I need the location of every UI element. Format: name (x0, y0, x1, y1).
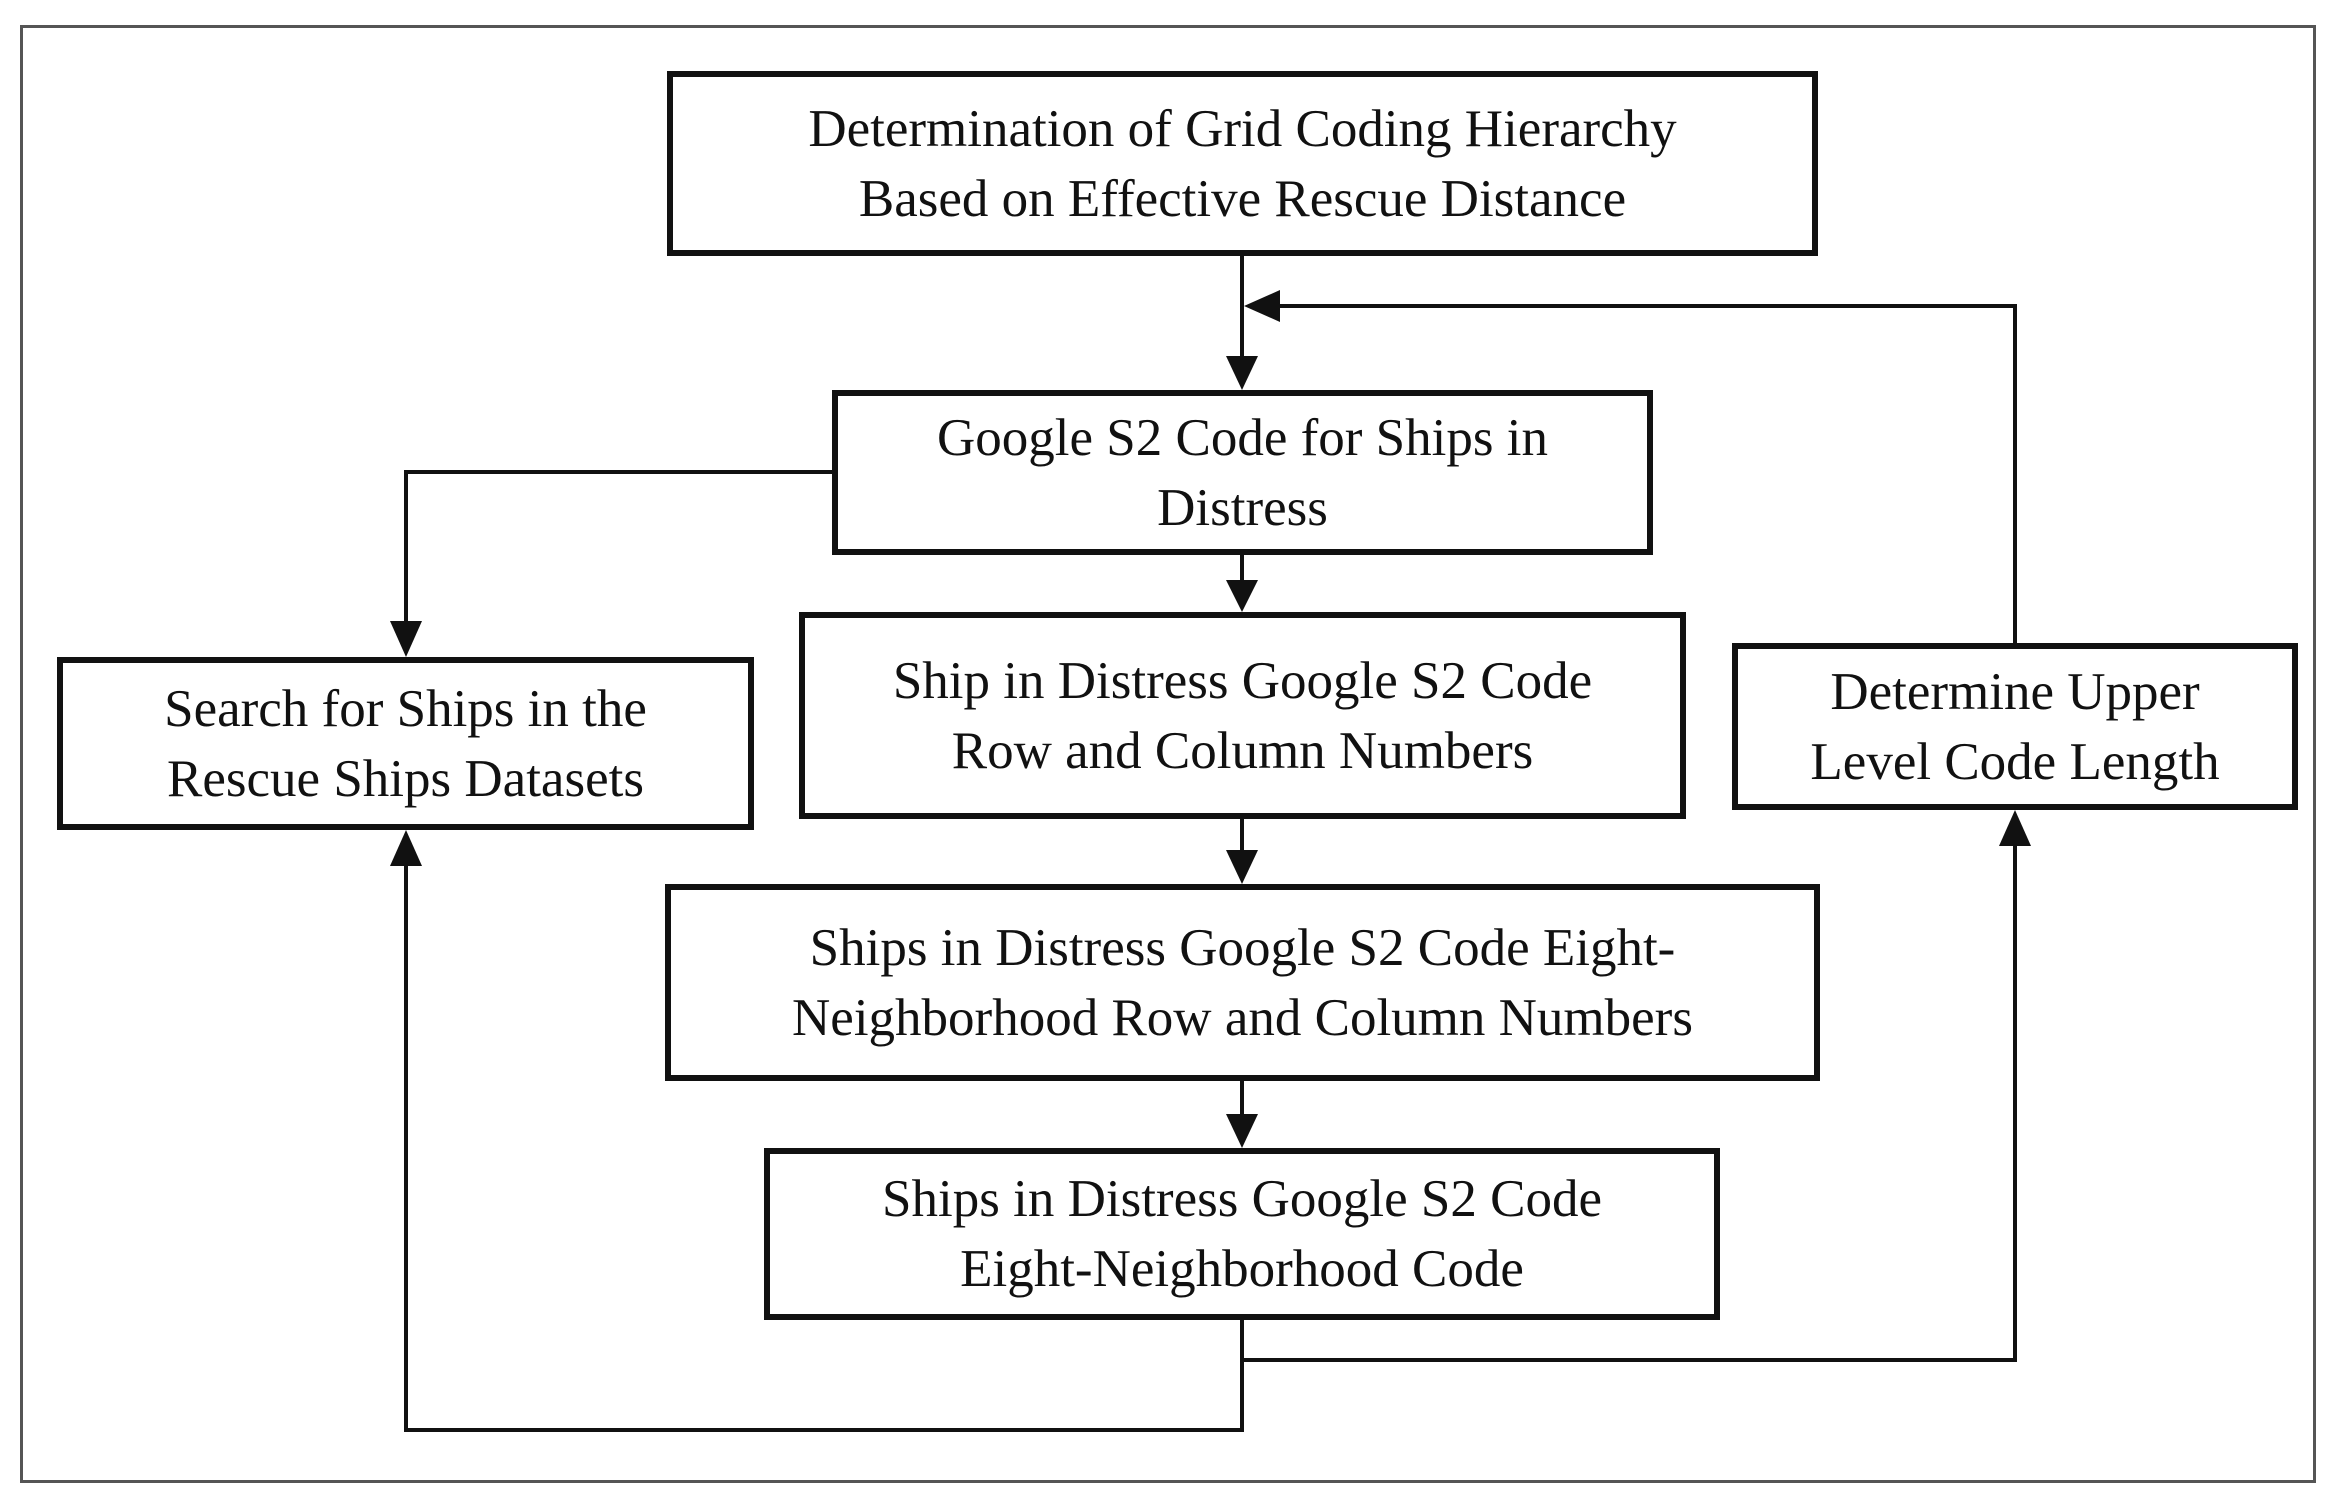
node-grid-hierarchy: Determination of Grid Coding Hierarchy B… (667, 71, 1818, 256)
node-search-label: Search for Ships in the Rescue Ships Dat… (164, 679, 647, 808)
node-eight-neighborhood-code: Ships in Distress Google S2 Code Eight-N… (764, 1148, 1720, 1320)
node-upper-level: Determine Upper Level Code Length (1732, 643, 2298, 810)
node-row-col-label: Ship in Distress Google S2 Code Row and … (892, 651, 1593, 780)
node-s2-code: Google S2 Code for Ships in Distress (832, 390, 1653, 555)
node-search: Search for Ships in the Rescue Ships Dat… (57, 657, 754, 830)
node-eight-neighborhood-code-label: Ships in Distress Google S2 Code Eight-N… (882, 1170, 1602, 1298)
node-s2-code-label: Google S2 Code for Ships in Distress (937, 408, 1548, 537)
node-eight-neighborhood-rowcol-label: Ships in Distress Google S2 Code Eight- … (792, 918, 1693, 1047)
node-row-col: Ship in Distress Google S2 Code Row and … (799, 612, 1686, 819)
node-eight-neighborhood-rowcol: Ships in Distress Google S2 Code Eight- … (665, 884, 1820, 1081)
node-upper-level-label: Determine Upper Level Code Length (1810, 662, 2220, 791)
node-grid-hierarchy-label: Determination of Grid Coding Hierarchy B… (808, 99, 1677, 228)
